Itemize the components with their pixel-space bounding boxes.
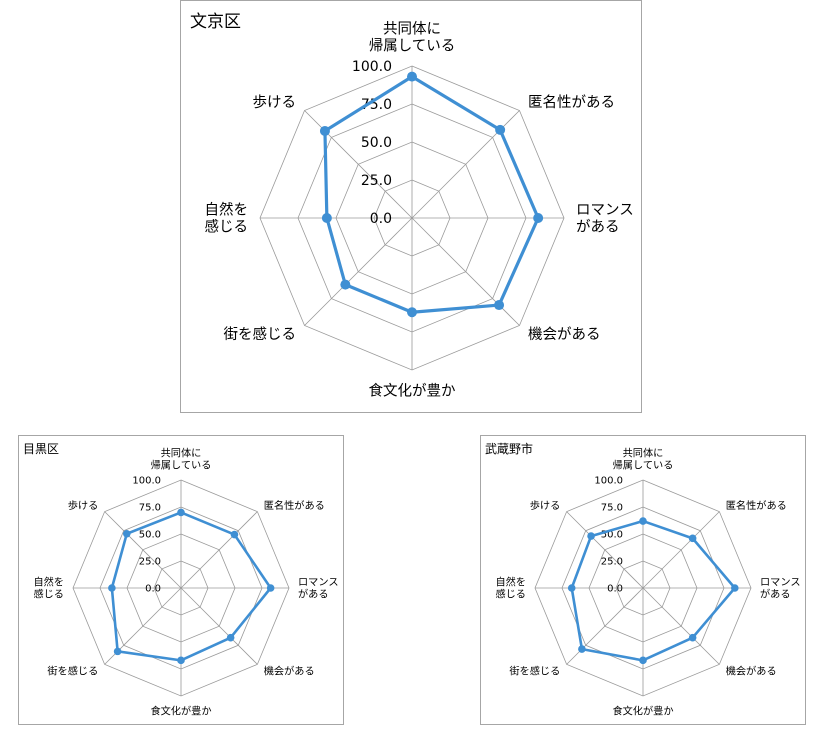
tick-label: 75.0 — [361, 97, 392, 113]
data-point — [226, 633, 235, 642]
tick-label: 100.0 — [132, 476, 161, 487]
data-point — [177, 508, 185, 517]
data-point — [688, 633, 697, 642]
data-point — [533, 213, 544, 223]
tick-label: 50.0 — [601, 530, 623, 541]
data-point — [407, 71, 417, 82]
tick-label: 100.0 — [352, 59, 392, 75]
tick-label: 25.0 — [361, 173, 392, 189]
category-label: 食文化が豊か — [369, 383, 456, 400]
radar-chart-musashino: 武蔵野市 0.0 25.0 50.0 75.0 100.0 共同体に帰属している匿名性があ… — [480, 435, 806, 725]
data-point — [639, 517, 647, 525]
category-label: 自然を感じる — [495, 576, 526, 601]
chart-title: 目黒区 — [23, 442, 60, 456]
data-point — [340, 279, 351, 290]
category-label: 食文化が豊か — [612, 705, 673, 718]
data-point — [639, 656, 647, 665]
data-point — [122, 529, 131, 538]
category-label: 共同体に帰属している — [369, 21, 456, 55]
data-point — [177, 656, 185, 665]
data-point — [494, 300, 505, 311]
grid-spoke — [304, 217, 413, 326]
grid-spoke — [642, 511, 720, 589]
data-point — [587, 532, 595, 540]
radar-plot: 0.0 25.0 50.0 75.0 100.0 共同体に帰属している匿名性があるロマンス… — [495, 448, 801, 718]
tick-label: 50.0 — [139, 530, 161, 541]
tick-label: 50.0 — [361, 135, 392, 151]
series-line — [570, 519, 737, 662]
category-label: 食文化が豊か — [150, 705, 211, 718]
category-label: ロマンスがある — [760, 578, 801, 601]
category-label: 匿名性がある — [528, 94, 615, 111]
tick-label: 25.0 — [139, 557, 161, 568]
category-label: 機会がある — [726, 664, 777, 677]
data-point — [321, 213, 332, 223]
grid-spoke — [642, 587, 720, 665]
radar-plot: 0.0 25.0 50.0 75.0 100.0 共同体に帰属している匿名性があるロマンス… — [33, 448, 339, 718]
category-label: 街を感じる — [47, 664, 98, 677]
category-label: 歩ける — [530, 499, 561, 512]
category-label: ロマンスがある — [298, 578, 339, 601]
tick-label: 75.0 — [139, 503, 161, 514]
data-point — [578, 645, 586, 653]
chart-title: 武蔵野市 — [485, 442, 534, 456]
grid-spoke — [180, 587, 258, 665]
category-label: 歩ける — [253, 94, 297, 111]
data-point — [113, 647, 122, 656]
grid-spoke — [566, 511, 644, 589]
data-point — [319, 125, 330, 136]
category-label: 共同体に帰属している — [613, 448, 674, 472]
grid — [259, 65, 565, 371]
radar-chart-meguro: 目黒区 0.0 25.0 50.0 75.0 100.0 共同体に帰属している匿名性がある… — [18, 435, 344, 725]
data-point — [407, 307, 417, 318]
grid-spoke — [104, 511, 182, 589]
data-point — [567, 584, 576, 592]
category-label: 共同体に帰属している — [151, 448, 212, 472]
radar-chart-bunkyo: 文京区 0.0 25.0 50.0 75.0 100.0 共同体に帰属している匿名性がある… — [180, 0, 642, 413]
tick-label: 75.0 — [601, 503, 623, 514]
data-point — [731, 584, 739, 592]
radar-plot: 0.0 25.0 50.0 75.0 100.0 共同体に帰属している匿名性があるロマンス… — [205, 21, 634, 400]
data-point — [495, 124, 506, 135]
category-label: 匿名性がある — [726, 499, 787, 512]
tick-label: 0.0 — [370, 211, 392, 227]
chart-title: 文京区 — [190, 12, 241, 32]
tick-label: 25.0 — [601, 557, 623, 568]
category-label: 自然を感じる — [205, 202, 249, 236]
data-point — [688, 534, 697, 543]
category-label: 歩ける — [68, 499, 99, 512]
tick-label: 0.0 — [607, 584, 623, 595]
tick-label: 0.0 — [145, 584, 161, 595]
category-label: 街を感じる — [509, 664, 560, 677]
grid-spoke — [180, 511, 258, 589]
category-label: 匿名性がある — [264, 499, 325, 512]
tick-label: 100.0 — [594, 476, 623, 487]
category-label: 自然を感じる — [33, 576, 64, 601]
data-point — [230, 530, 239, 539]
category-label: 機会がある — [264, 664, 315, 677]
category-label: ロマンスがある — [576, 203, 634, 236]
category-label: 街を感じる — [224, 326, 297, 343]
data-point — [266, 584, 275, 592]
category-label: 機会がある — [528, 326, 601, 343]
data-point — [108, 584, 116, 592]
grid — [534, 479, 752, 697]
